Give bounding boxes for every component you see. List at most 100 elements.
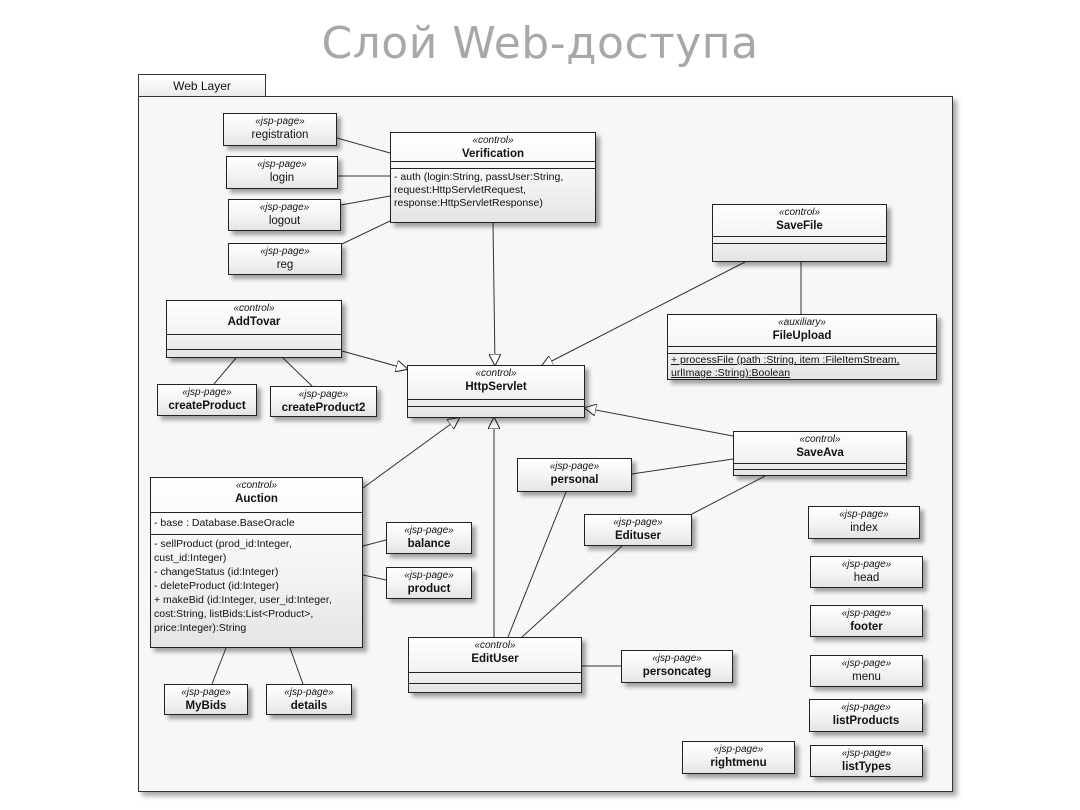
page-personal[interactable]: «jsp-page» personal — [517, 458, 632, 492]
stereotype-label: «jsp-page» — [841, 702, 891, 713]
edge-auction-details — [289, 647, 304, 685]
stereotype-label: «jsp-page» — [549, 461, 600, 472]
stereotype-label: «jsp-page» — [404, 525, 454, 536]
stereotype-label: «jsp-page» — [613, 517, 663, 528]
page-name: head — [853, 572, 880, 584]
page-createProduct[interactable]: «jsp-page» createProduct — [157, 384, 257, 416]
stereotype-label: «control» — [474, 640, 516, 651]
stereotype-label: «jsp-page» — [257, 159, 307, 170]
stereotype-label: «jsp-page» — [652, 653, 702, 664]
page-name: details — [290, 700, 328, 712]
edge-auction-product — [362, 574, 387, 581]
page-name: listProducts — [832, 715, 900, 727]
page-product[interactable]: «jsp-page» product — [386, 567, 472, 599]
class-name: SaveFile — [776, 220, 823, 232]
stereotype-label: «jsp-page» — [841, 608, 892, 619]
page-name: logout — [268, 215, 301, 227]
page-menu[interactable]: «jsp-page» menu — [810, 655, 923, 687]
stereotype-label: «jsp-page» — [841, 559, 892, 570]
class-fileupload[interactable]: «auxiliary» FileUpload + processFile (pa… — [667, 314, 937, 380]
page-name: footer — [850, 621, 883, 633]
page-listTypes[interactable]: «jsp-page» listTypes — [810, 745, 923, 777]
stereotype-label: «control» — [472, 135, 514, 146]
edge-savefile-httpservlet — [542, 261, 746, 366]
page-balance[interactable]: «jsp-page» balance — [386, 522, 472, 554]
page-name: personal — [550, 474, 599, 486]
operations-compartment: + processFile (path :String, item :FileI… — [668, 353, 936, 382]
edge-edituserpage-edituser — [521, 545, 623, 638]
class-savefile[interactable]: «control» SaveFile — [712, 204, 887, 262]
class-name: Verification — [462, 148, 524, 160]
attributes-compartment: - base : Database.BaseOracle — [151, 512, 362, 534]
stereotype-label: «control» — [778, 207, 821, 218]
class-name: Auction — [235, 493, 278, 505]
stereotype-label: «jsp-page» — [841, 658, 892, 669]
page-index[interactable]: «jsp-page» index — [808, 506, 920, 539]
page-MyBids[interactable]: «jsp-page» MyBids — [164, 684, 248, 715]
class-verification[interactable]: «control» Verification - auth (login:Str… — [390, 132, 596, 223]
page-name: index — [850, 522, 878, 534]
stereotype-label: «control» — [475, 368, 517, 379]
page-login[interactable]: «jsp-page» login — [226, 156, 338, 189]
edge-auction-httpservlet — [362, 418, 459, 489]
page-footer[interactable]: «jsp-page» footer — [810, 605, 923, 637]
edge-reg-verification — [341, 220, 391, 245]
stereotype-label: «jsp-page» — [259, 202, 310, 213]
class-name: EditUser — [471, 653, 519, 665]
edge-logout-verification — [340, 195, 391, 206]
class-addtovar[interactable]: «control» AddTovar — [166, 300, 342, 358]
stereotype-label: «jsp-page» — [713, 744, 764, 755]
edge-verification-httpservlet — [493, 222, 495, 365]
page-head[interactable]: «jsp-page» head — [810, 556, 923, 588]
page-name: reg — [276, 259, 294, 271]
class-auction[interactable]: «control» Auction - base : Database.Base… — [150, 477, 363, 648]
stereotype-label: «jsp-page» — [404, 570, 454, 581]
page-name: login — [269, 172, 295, 184]
operations-compartment: - sellProduct (prod_id:Integer, cust_id:… — [151, 534, 362, 637]
stereotype-label: «control» — [233, 303, 275, 314]
class-name: AddTovar — [227, 316, 281, 328]
class-httpservlet[interactable]: «control» HttpServlet — [407, 365, 585, 418]
stereotype-label: «jsp-page» — [298, 389, 349, 400]
edge-addtovar-createproduct — [213, 357, 237, 385]
page-details[interactable]: «jsp-page» details — [266, 684, 352, 715]
class-edituser[interactable]: «control» EditUser — [408, 637, 582, 693]
page-reg[interactable]: «jsp-page» reg — [228, 243, 342, 275]
edge-registration-verification — [336, 137, 391, 154]
page-name: personcateg — [642, 666, 712, 678]
page-rightmenu[interactable]: «jsp-page» rightmenu — [682, 741, 795, 774]
edge-addtovar-createproduct2 — [282, 357, 313, 387]
stereotype-label: «jsp-page» — [839, 509, 889, 520]
page-name: rightmenu — [710, 757, 767, 769]
class-name: FileUpload — [772, 330, 832, 342]
page-registration[interactable]: «jsp-page» registration — [223, 113, 337, 146]
page-logout[interactable]: «jsp-page» logout — [228, 199, 341, 231]
operations-compartment: - auth (login:String, passUser:String, r… — [391, 168, 595, 212]
class-name: SaveAva — [796, 447, 844, 459]
class-saveava[interactable]: «control» SaveAva — [733, 431, 907, 476]
page-personcateg[interactable]: «jsp-page» personcateg — [621, 650, 733, 683]
page-name: listTypes — [842, 761, 891, 773]
page-Edituser[interactable]: «jsp-page» Edituser — [584, 514, 692, 546]
stereotype-label: «control» — [799, 434, 841, 445]
page-name: balance — [407, 538, 451, 550]
stereotype-label: «auxiliary» — [778, 317, 826, 328]
edge-addtovar-httpservlet — [341, 350, 407, 369]
edge-personal-edituser — [507, 491, 567, 638]
stereotype-label: «jsp-page» — [255, 116, 305, 127]
page-listProducts[interactable]: «jsp-page» listProducts — [809, 699, 923, 732]
edge-saveava-edituserpage — [691, 475, 766, 515]
stereotype-label: «jsp-page» — [181, 687, 231, 698]
page-name: registration — [251, 129, 309, 141]
edge-auction-balance — [362, 539, 387, 547]
page-name: createProduct2 — [281, 402, 366, 414]
page-createProduct2[interactable]: «jsp-page» createProduct2 — [270, 386, 377, 417]
page-name: menu — [852, 671, 881, 683]
stereotype-label: «jsp-page» — [260, 246, 310, 257]
slide-title: Слой Web-доступа — [321, 18, 759, 69]
stereotype-label: «control» — [235, 480, 278, 491]
package-tab: Web Layer — [138, 74, 266, 96]
page-name: product — [407, 583, 451, 595]
page-name: createProduct — [168, 400, 246, 412]
